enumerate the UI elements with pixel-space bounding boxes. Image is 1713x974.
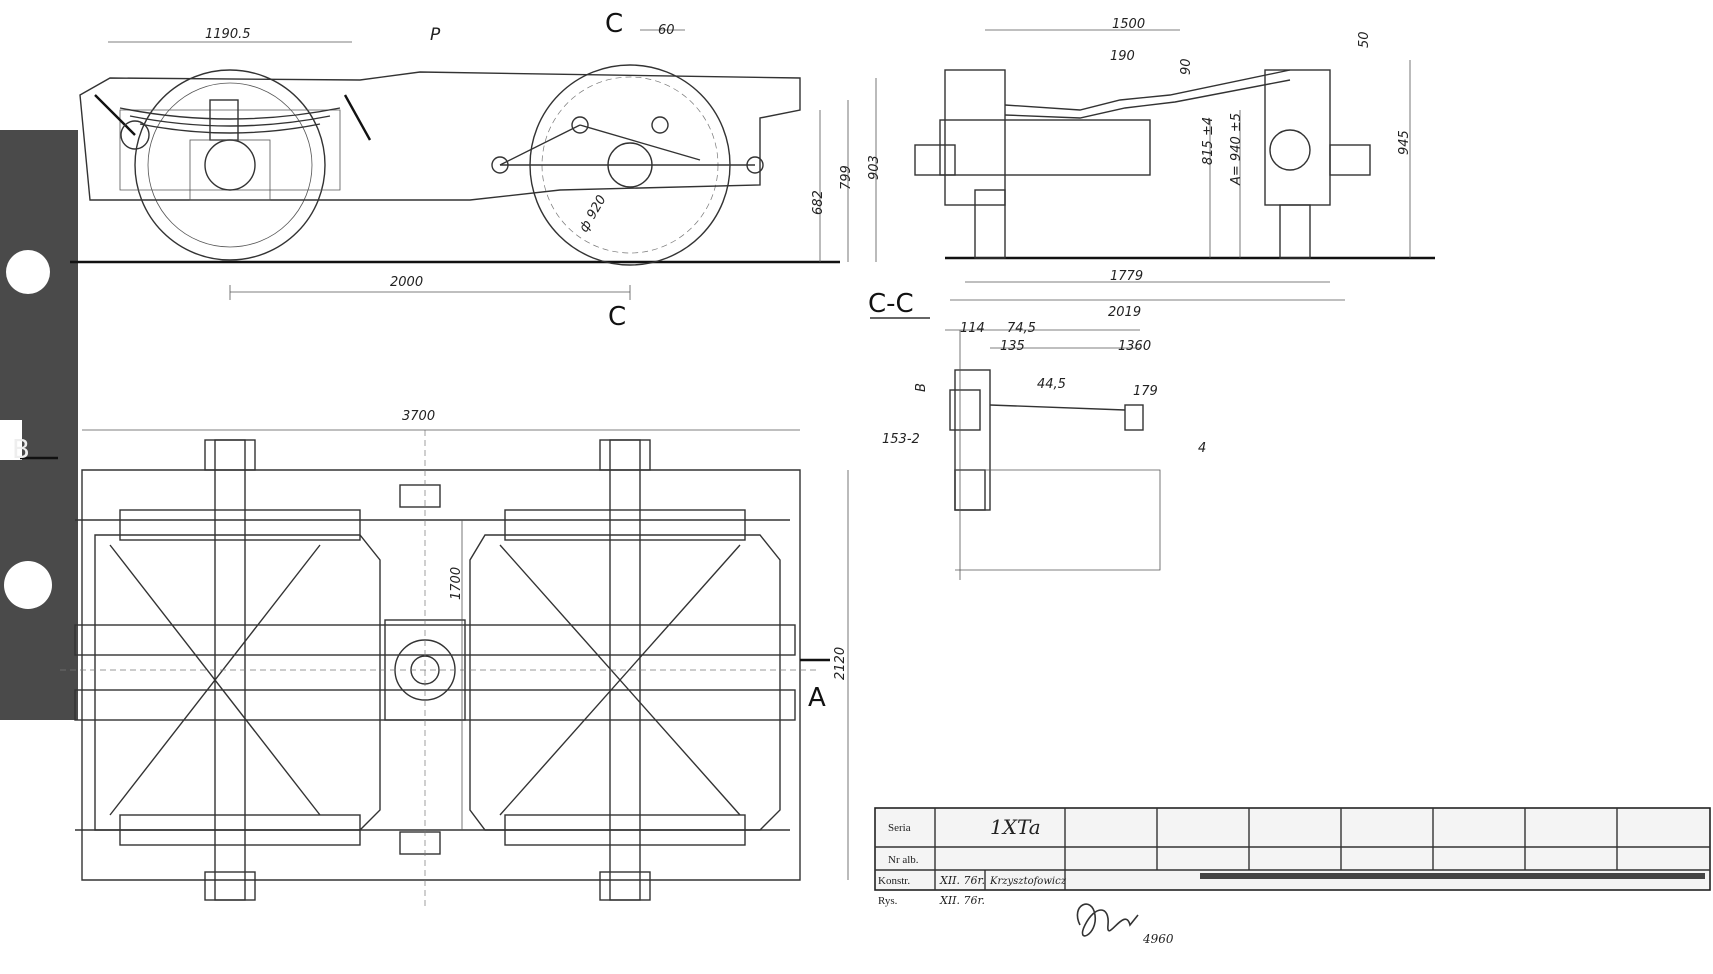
end-view <box>914 29 1435 301</box>
section-mark-c-bottom: C <box>608 302 626 332</box>
section-cc-label: C-C <box>868 289 914 319</box>
dim-50: 50 <box>1357 31 1372 48</box>
dim-wheel-diameter: ф 920 <box>577 193 610 235</box>
title-block <box>874 807 1711 891</box>
title-konstr-name: Krzysztofowicz <box>989 876 1067 887</box>
section-cc <box>870 317 1161 580</box>
dim-179: 179 <box>1133 384 1158 399</box>
dim-b: B <box>914 383 929 392</box>
binder-strip <box>0 130 78 720</box>
dim-153: 153-2 <box>882 432 920 447</box>
dim-815: 815 ±4 <box>1201 117 1216 165</box>
dim-1700: 1700 <box>449 567 464 600</box>
signature-note: 4960 <box>1142 932 1174 946</box>
dim-1779: 1779 <box>1110 269 1143 284</box>
dim-load-p: P <box>430 25 441 45</box>
title-seria-value: 1XTa <box>990 815 1041 839</box>
dim-1360: 1360 <box>1118 339 1151 354</box>
title-rys-label: Rys. <box>878 895 898 907</box>
dim-2019: 2019 <box>1108 305 1141 320</box>
title-nralb-label: Nr alb. <box>888 854 919 866</box>
dim-1190: 1190.5 <box>205 27 251 42</box>
signature <box>1076 903 1139 937</box>
dim-114: 114 <box>960 321 985 336</box>
title-konstr-date: XII. 76r. <box>939 874 985 887</box>
dim-74-5: 74,5 <box>1007 321 1036 336</box>
dim-799: 799 <box>839 165 854 190</box>
section-mark-b: B <box>12 435 30 465</box>
dim-90: 90 <box>1179 58 1194 75</box>
dim-903: 903 <box>867 155 882 180</box>
dim-44-5: 44,5 <box>1037 377 1066 392</box>
dim-3700: 3700 <box>402 409 435 424</box>
section-mark-a: A <box>808 683 826 713</box>
dim-135: 135 <box>1000 339 1025 354</box>
section-mark-c-top: C <box>605 9 623 39</box>
dim-60: 60 <box>658 23 675 38</box>
dim-wheelbase: 2000 <box>390 275 423 290</box>
dim-4: 4 <box>1198 441 1206 456</box>
plan-view <box>20 429 849 910</box>
side-view <box>70 29 877 300</box>
dim-682: 682 <box>811 190 826 215</box>
title-seria-label: Seria <box>888 822 911 834</box>
dim-940: A= 940 ±5 <box>1229 113 1244 186</box>
title-konstr-label: Konstr. <box>878 875 910 887</box>
dim-2120: 2120 <box>833 647 848 680</box>
dim-945: 945 <box>1397 130 1412 155</box>
dim-1500: 1500 <box>1112 17 1145 32</box>
dim-r190: 190 <box>1110 49 1135 64</box>
title-rys-date: XII. 76r. <box>939 894 985 907</box>
